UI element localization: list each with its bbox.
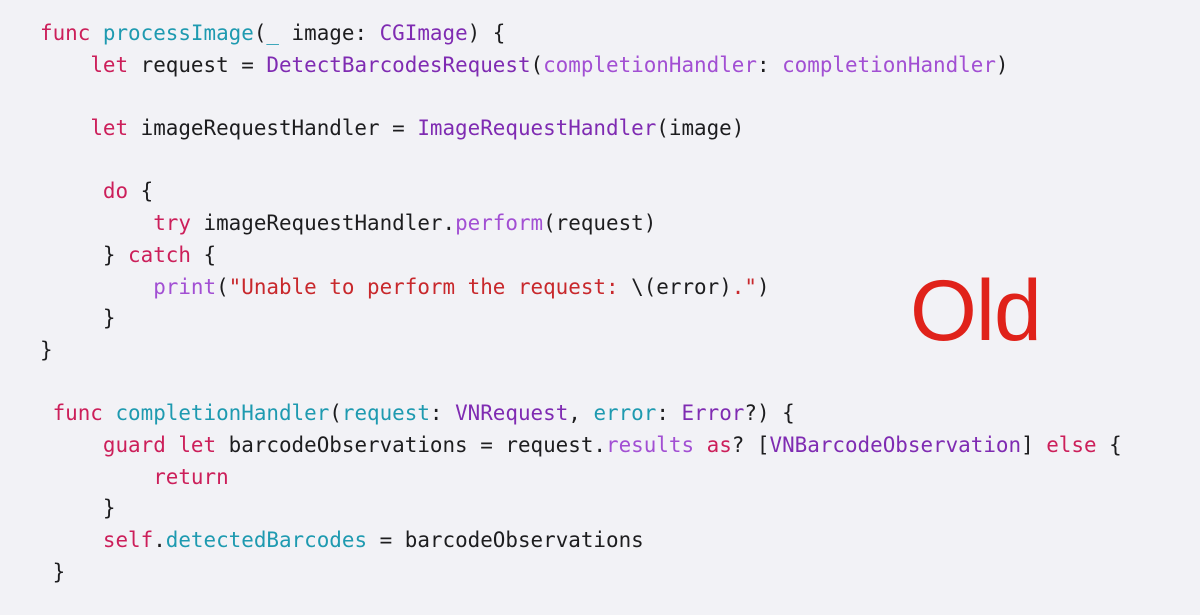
code-token: image:	[278, 21, 380, 45]
code-token: {	[1096, 432, 1122, 457]
code-line: let imageRequestHandler = ImageRequestHa…	[40, 113, 1122, 145]
code-line: func processImage(_ image: CGImage) {	[40, 18, 1122, 50]
keyword-token: self	[102, 528, 154, 552]
member-token: perform	[455, 211, 544, 236]
identifier-token: detectedBarcodes	[165, 528, 368, 552]
code-token: (request)	[543, 211, 657, 236]
code-line: try imageRequestHandler.perform(request)	[40, 208, 1122, 240]
code-token: .	[153, 528, 166, 552]
member-token: completionHandler	[543, 52, 757, 77]
keyword-token: try	[153, 211, 191, 236]
code-token: (	[253, 21, 267, 45]
code-token: :	[429, 401, 456, 426]
code-token: imageRequestHandler.	[190, 211, 456, 236]
code-token: ?) {	[744, 401, 795, 426]
old-label: Old	[910, 263, 1042, 359]
code-line: }	[40, 303, 1122, 335]
keyword-token: func	[52, 401, 116, 426]
code-token: }	[102, 496, 116, 521]
code-token: ? [	[731, 432, 770, 457]
code-line: return	[40, 462, 1122, 494]
identifier-token: error	[593, 401, 657, 426]
code-token: imageRequestHandler =	[128, 116, 418, 141]
code-line: guard let barcodeObservations = request.…	[40, 430, 1122, 462]
code-token: ) {	[467, 21, 506, 45]
keyword-token: let	[90, 116, 129, 141]
identifier-token: completionHandler	[115, 401, 330, 426]
code-line: }	[40, 557, 1122, 589]
code-token: (	[329, 401, 342, 426]
keyword-token: func	[40, 21, 103, 45]
code-token: \(error)	[631, 274, 732, 299]
code-line	[40, 367, 1122, 399]
keyword-token: do	[102, 179, 129, 204]
keyword-token: let	[90, 52, 129, 77]
code-line: print("Unable to perform the request: \(…	[40, 272, 1122, 304]
type-token: VNRequest	[455, 401, 569, 426]
code-line: }	[40, 335, 1122, 367]
code-line: do {	[40, 176, 1122, 208]
code-token: ]	[1021, 432, 1047, 457]
code-token: {	[128, 179, 154, 204]
keyword-token: else	[1046, 432, 1097, 457]
code-line: let request = DetectBarcodesRequest(comp…	[40, 50, 1122, 82]
string-token: ."	[731, 274, 757, 299]
code-token: )	[756, 274, 770, 299]
code-token: barcodeObservations = request.	[216, 432, 606, 457]
type-token: ImageRequestHandler	[417, 116, 657, 141]
identifier-token: _	[266, 21, 279, 45]
code-token: }	[102, 306, 116, 331]
code-token: )	[995, 52, 1009, 77]
keyword-token: return	[153, 464, 229, 489]
code-line	[40, 145, 1122, 177]
code-token: = barcodeObservations	[367, 528, 644, 552]
member-token: print	[153, 274, 217, 299]
code-token: (	[530, 52, 544, 77]
code-line: }	[40, 493, 1122, 525]
code-line: } catch {	[40, 240, 1122, 272]
type-token: CGImage	[379, 21, 468, 45]
identifier-token: processImage	[102, 21, 254, 45]
keyword-token: as	[706, 432, 732, 457]
code-token: {	[190, 242, 217, 267]
code-token: }	[40, 337, 53, 362]
code-token: request =	[128, 52, 267, 77]
code-token: (	[216, 274, 229, 299]
string-token: "Unable to perform the request:	[228, 274, 632, 299]
code-token: }	[52, 559, 66, 584]
keyword-token: catch	[128, 242, 191, 267]
member-token: completionHandler	[782, 52, 996, 77]
code-token: :	[656, 401, 682, 426]
code-line: func completionHandler(request: VNReques…	[40, 398, 1122, 430]
type-token: Error	[681, 401, 745, 426]
code-token: (image)	[656, 116, 745, 141]
code-line	[40, 81, 1122, 113]
type-token: DetectBarcodesRequest	[266, 52, 531, 77]
identifier-token: request	[341, 401, 430, 426]
code-block: func processImage(_ image: CGImage) { le…	[40, 18, 1122, 588]
code-token: :	[756, 52, 783, 77]
code-token	[694, 433, 707, 457]
code-token: ,	[568, 401, 594, 426]
keyword-token: guard let	[102, 432, 217, 457]
code-token: }	[102, 242, 129, 267]
code-line: self.detectedBarcodes = barcodeObservati…	[40, 525, 1122, 557]
type-token: VNBarcodeObservation	[769, 432, 1022, 457]
member-token: results	[606, 432, 695, 457]
